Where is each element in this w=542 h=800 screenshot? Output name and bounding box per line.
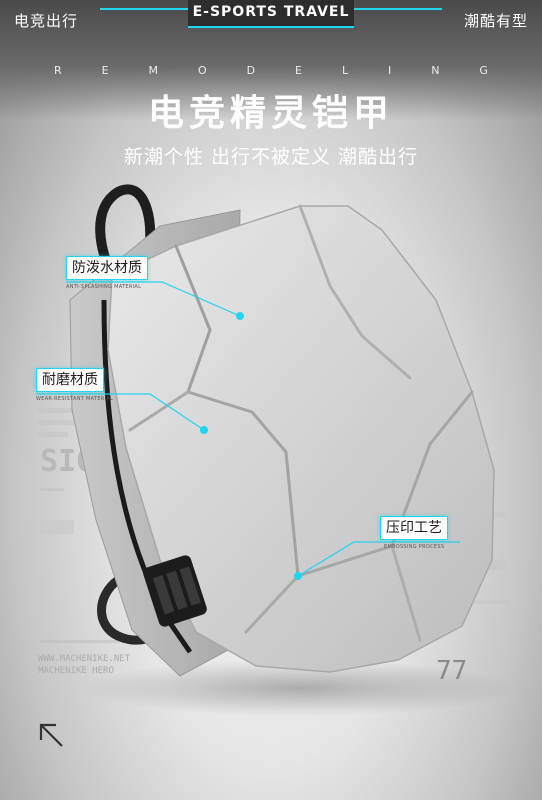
callout-sub-water-resistant: ANTI-SPLASHING MATERIAL bbox=[66, 284, 142, 290]
arrow-up-left-icon bbox=[39, 723, 63, 747]
remodel-letter: D bbox=[246, 64, 256, 77]
remodel-letter: G bbox=[479, 64, 488, 77]
top-center-badge: E-SPORTS TRAVEL bbox=[188, 0, 354, 28]
callout-dots bbox=[200, 312, 302, 580]
top-handle bbox=[95, 184, 156, 295]
background-decor bbox=[36, 326, 510, 643]
callout-tag-embossing: 压印工艺 bbox=[380, 516, 448, 540]
top-right-label: 潮酷有型 bbox=[463, 12, 528, 30]
hard-shell bbox=[107, 205, 495, 673]
callout-dot-1 bbox=[236, 312, 244, 320]
top-left-label: 电竞出行 bbox=[14, 12, 79, 30]
embossed-ridges bbox=[128, 204, 474, 642]
callout-dot-2 bbox=[200, 426, 208, 434]
callout-sub-embossing: EMBOSSING PROCESS bbox=[384, 544, 445, 550]
callout-dot-3 bbox=[294, 572, 302, 580]
combination-lock bbox=[143, 555, 207, 627]
page-subtitle: 新潮个性 出行不被定义 潮酷出行 bbox=[123, 146, 419, 168]
callout-lines bbox=[36, 281, 460, 577]
remodel-letter: O bbox=[197, 64, 207, 77]
floor-shadow bbox=[80, 660, 520, 716]
remodel-letter: E bbox=[101, 64, 109, 77]
remodel-letter: R bbox=[54, 64, 62, 77]
top-bar: 电竞出行 E-SPORTS TRAVEL 潮酷有型 bbox=[0, 0, 542, 40]
callout-tag-wear-resistant: 耐磨材质 bbox=[36, 368, 104, 392]
callout-sub-wear-resistant: WEAR-RESISTANT MATERIAL bbox=[36, 396, 114, 402]
remodeling-letters: R E M O D E L I N G bbox=[0, 64, 542, 77]
remodel-letter: N bbox=[431, 64, 440, 77]
page-title: 电竞精灵铠甲 bbox=[147, 93, 394, 134]
bg-machine-line1: WWW.MACHENIKE.NET bbox=[38, 654, 131, 664]
accent-line-left bbox=[100, 8, 188, 10]
callout-tag-water-resistant: 防泼水材质 bbox=[66, 256, 148, 280]
remodel-letter: L bbox=[341, 64, 349, 77]
remodel-letter: M bbox=[148, 64, 159, 77]
bg-machine-line2: MACHENIKE HERO bbox=[38, 666, 114, 676]
accent-line-right bbox=[354, 8, 442, 10]
remodel-letter: E bbox=[295, 64, 302, 77]
remodel-letter: I bbox=[388, 64, 392, 77]
